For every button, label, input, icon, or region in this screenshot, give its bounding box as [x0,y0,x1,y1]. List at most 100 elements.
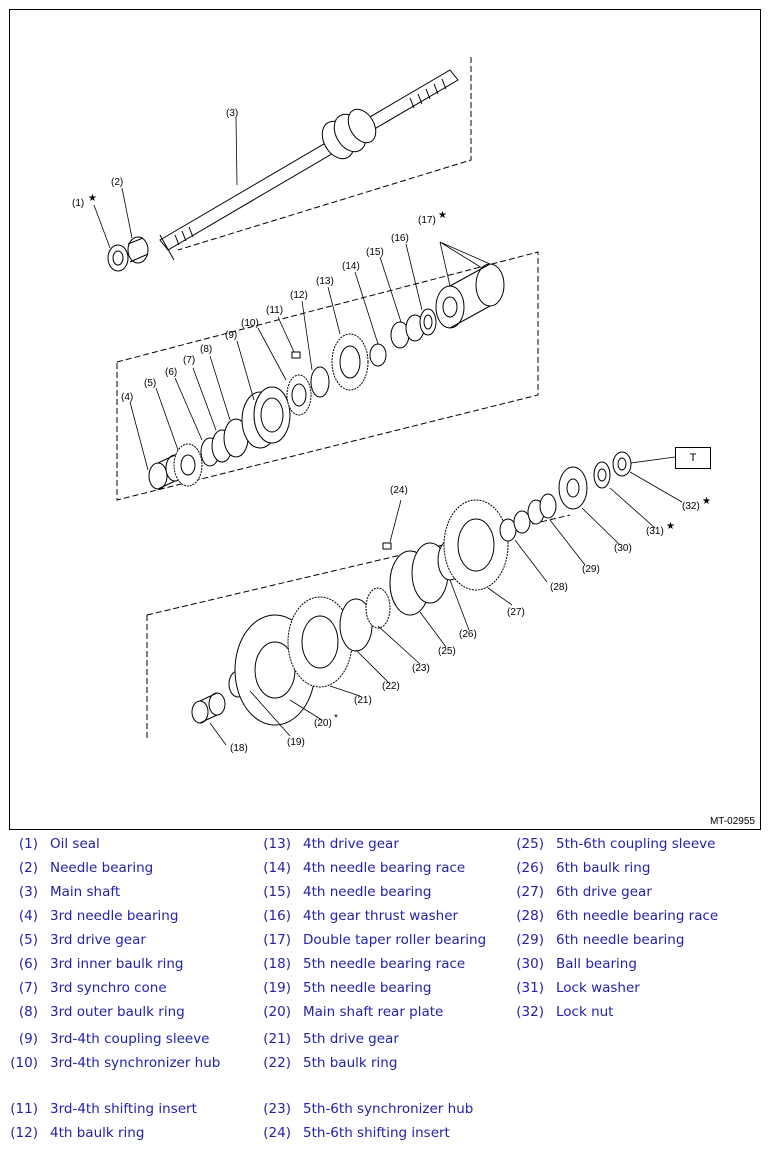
3rd-drive-gear-part [173,443,203,487]
5th-6th-synchronizer-hub-part [365,587,391,629]
legend-item: (31) Lock washer [506,980,640,996]
4th-needle-bearing-part [390,314,425,349]
legend-item: (7) 3rd synchro cone [0,980,167,996]
exploded-diagram: (1) ★ (2) (3) (4) (5) (6) (7) (8) (9) (1… [72,57,711,754]
legend-item: (21)5th drive gear [253,1031,399,1047]
callout-28: (28) [550,582,568,593]
legend-label: 5th needle bearing [303,980,432,996]
callout-14: (14) [342,261,360,272]
legend-number: (14) [263,860,291,876]
6th-needle-bearing-race-part [499,510,531,542]
legend-label: 6th needle bearing [556,932,685,948]
legend-number: (29) [516,932,544,948]
legend-item: (4) 3rd needle bearing [0,908,179,924]
legend-label: Lock nut [556,1004,614,1020]
legend-label: 5th-6th synchronizer hub [303,1101,474,1117]
legend-label: 5th baulk ring [303,1055,398,1071]
3rd-4th-synchronizer-hub-part [286,374,312,416]
legend-item: (23) 5th-6th synchronizer hub [253,1101,473,1117]
legend-label: 5th needle bearing race [303,956,466,972]
legend-number: (27) [516,884,544,900]
legend-item: (17)Double taper roller bearing [253,932,486,948]
4th-drive-gear-part [331,333,369,391]
callout-4: (4) [121,392,133,403]
legend-number: (6) [18,956,38,972]
legend-label: 6th needle bearing race [556,908,719,924]
callout-27: (27) [507,607,525,618]
legend-item: (8) 3rd outer baulk ring [0,1004,185,1020]
callout-25: (25) [438,646,456,657]
callout-26: (26) [459,629,477,640]
callout-5: (5) [144,378,156,389]
callout-21: (21) [354,695,372,706]
legend-item: (19) 5th needle bearing [253,980,431,996]
legend-label: 4th needle bearing race [303,860,466,876]
legend-number: (8) [18,1004,38,1020]
legend-label: 4th gear thrust washer [303,908,459,924]
legend-number: (19) [263,980,291,996]
legend-number: (7) [18,980,38,996]
legend-label: Lock washer [556,980,640,996]
lock-nut-part [612,451,632,477]
4th-baulk-ring-part [310,366,330,398]
legend-label: 5th-6th shifting insert [303,1125,450,1141]
legend-number: (31) [516,980,544,996]
legend-item: (27)6th drive gear [506,884,652,900]
callout-31: (31) [646,526,664,537]
legend-number: (26) [516,860,544,876]
callout-18: (18) [230,743,248,754]
legend-label: 4th baulk ring [50,1125,145,1141]
callout-20: (20) [314,718,332,729]
legend-item: (10)3rd-4th synchronizer hub [0,1055,220,1071]
callout-32-star: ★ [702,496,711,507]
legend-number: (13) [263,836,291,852]
callout-2: (2) [111,177,123,188]
legend-item: (26)6th baulk ring [506,860,650,876]
legend-number: (4) [18,908,38,924]
callout-29: (29) [582,564,600,575]
callout-6: (6) [165,367,177,378]
legend-label: 3rd needle bearing [50,908,179,924]
legend-number: (11) [10,1101,38,1117]
legend-label: Needle bearing [50,860,154,876]
legend-label: Main shaft rear plate [303,1004,444,1020]
callout-3: (3) [226,108,238,119]
3rd-4th-shifting-insert-part [291,351,301,359]
callout-22: (22) [382,681,400,692]
legend-number: (9) [18,1031,38,1047]
legend-label: Ball bearing [556,956,637,972]
legend-item: (1)Oil seal [0,836,100,852]
oil-seal-part [107,244,129,272]
callout-1: (1) [72,198,84,209]
legend-label: 3rd drive gear [50,932,146,948]
legend-item: (14) 4th needle bearing race [253,860,465,876]
callout-11: (11) [266,305,283,316]
legend-label: 3rd synchro cone [50,980,167,996]
ball-bearing-part [558,466,588,510]
legend-label: 3rd-4th synchronizer hub [50,1055,221,1071]
callout-24: (24) [390,485,408,496]
callout-17: (17) [418,215,436,226]
legend-item: (5)3rd drive gear [0,932,146,948]
callout-9: (9) [225,330,237,341]
legend-number: (32) [516,1004,544,1020]
exploded-diagram-frame: (1) ★ (2) (3) (4) (5) (6) (7) (8) (9) (1… [9,9,761,830]
legend-label: 3rd-4th coupling sleeve [50,1031,210,1047]
callout-31-star: ★ [666,521,675,532]
callout-20-asterisk: * [334,713,338,724]
legend-label: 3rd inner baulk ring [50,956,184,972]
legend-item: (6) 3rd inner baulk ring [0,956,184,972]
callout-16: (16) [391,233,409,244]
legend-number: (15) [263,884,291,900]
legend-number: (17) [263,932,291,948]
callout-13: (13) [316,276,334,287]
lock-washer-part [593,461,611,489]
legend-label: 3rd outer baulk ring [50,1004,185,1020]
legend-item: (15) 4th needle bearing [253,884,431,900]
parts-legend: (1)Oil seal(2)Needle bearing(3)Main shaf… [0,836,771,1156]
legend-number: (23) [263,1101,291,1117]
legend-item: (30)Ball bearing [506,956,637,972]
callout-32: (32) [682,501,700,512]
legend-label: Oil seal [50,836,100,852]
legend-label: 4th needle bearing [303,884,432,900]
